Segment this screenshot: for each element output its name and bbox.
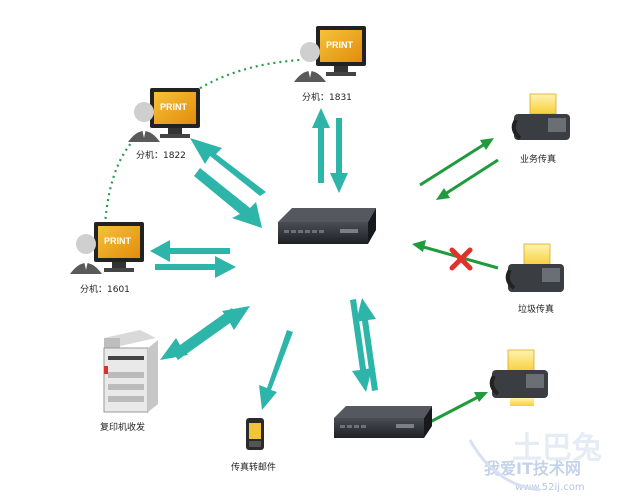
copier: 复印机收发	[100, 330, 158, 433]
arrow-to-bottom-fax	[429, 392, 488, 424]
label-ext-1831: 分机：1831	[302, 91, 352, 103]
arrow-to-fax-mail	[259, 330, 293, 410]
label-business-fax: 业务传真	[520, 153, 556, 165]
arrow-pair-servers	[350, 298, 378, 392]
arrow-pair-1831	[312, 108, 348, 193]
dotted-link-1601-1822	[103, 129, 146, 226]
bottom-fax	[489, 349, 548, 406]
screen-text: PRINT	[160, 102, 188, 112]
label-ext-1822: 分机：1822	[136, 149, 186, 161]
arrow-pair-1822	[190, 138, 266, 228]
user-icon	[294, 42, 326, 82]
watermark-url: www.52ij.com	[515, 482, 585, 493]
arrow-pair-copier	[160, 306, 250, 360]
user-icon	[128, 102, 160, 142]
workstation-1601: PRINT 分机：1601	[70, 222, 144, 295]
watermark-site-name: 我爱IT技术网	[484, 459, 581, 478]
watermark-logo: 土巴兔	[512, 431, 602, 466]
fax-machine-icon	[489, 349, 548, 406]
dotted-link-1822-1831	[184, 58, 301, 99]
user-icon	[70, 234, 102, 274]
business-fax: 业务传真	[511, 93, 570, 165]
arrow-pair-business-fax	[419, 138, 499, 200]
blocked-x-icon	[449, 247, 473, 271]
watermark: 土巴兔 我爱IT技术网 www.52ij.com	[468, 431, 602, 493]
monitor-icon: PRINT	[316, 26, 366, 76]
screen-text: PRINT	[326, 40, 354, 50]
junk-fax: 垃圾传真	[505, 243, 564, 315]
monitor-icon: PRINT	[150, 88, 200, 138]
secondary-fax-server	[334, 406, 432, 438]
workstation-1831: PRINT 分机：1831	[294, 26, 366, 103]
arrow-junk-fax-blocked	[412, 240, 499, 271]
fax-machine-icon	[511, 93, 570, 140]
screen-text: PRINT	[104, 236, 132, 246]
main-fax-server	[278, 208, 376, 244]
fax-to-mail: 传真转邮件	[231, 418, 276, 473]
label-fax-to-mail: 传真转邮件	[231, 461, 276, 473]
copier-icon	[103, 330, 158, 413]
arrow-pair-1601	[150, 240, 236, 278]
monitor-icon: PRINT	[94, 222, 144, 272]
label-copier: 复印机收发	[100, 421, 145, 433]
workstation-1822: PRINT 分机：1822	[128, 88, 200, 161]
label-junk-fax: 垃圾传真	[518, 303, 554, 315]
label-ext-1601: 分机：1601	[80, 283, 130, 295]
mobile-phone-icon	[246, 418, 264, 450]
fax-machine-icon	[505, 243, 564, 292]
